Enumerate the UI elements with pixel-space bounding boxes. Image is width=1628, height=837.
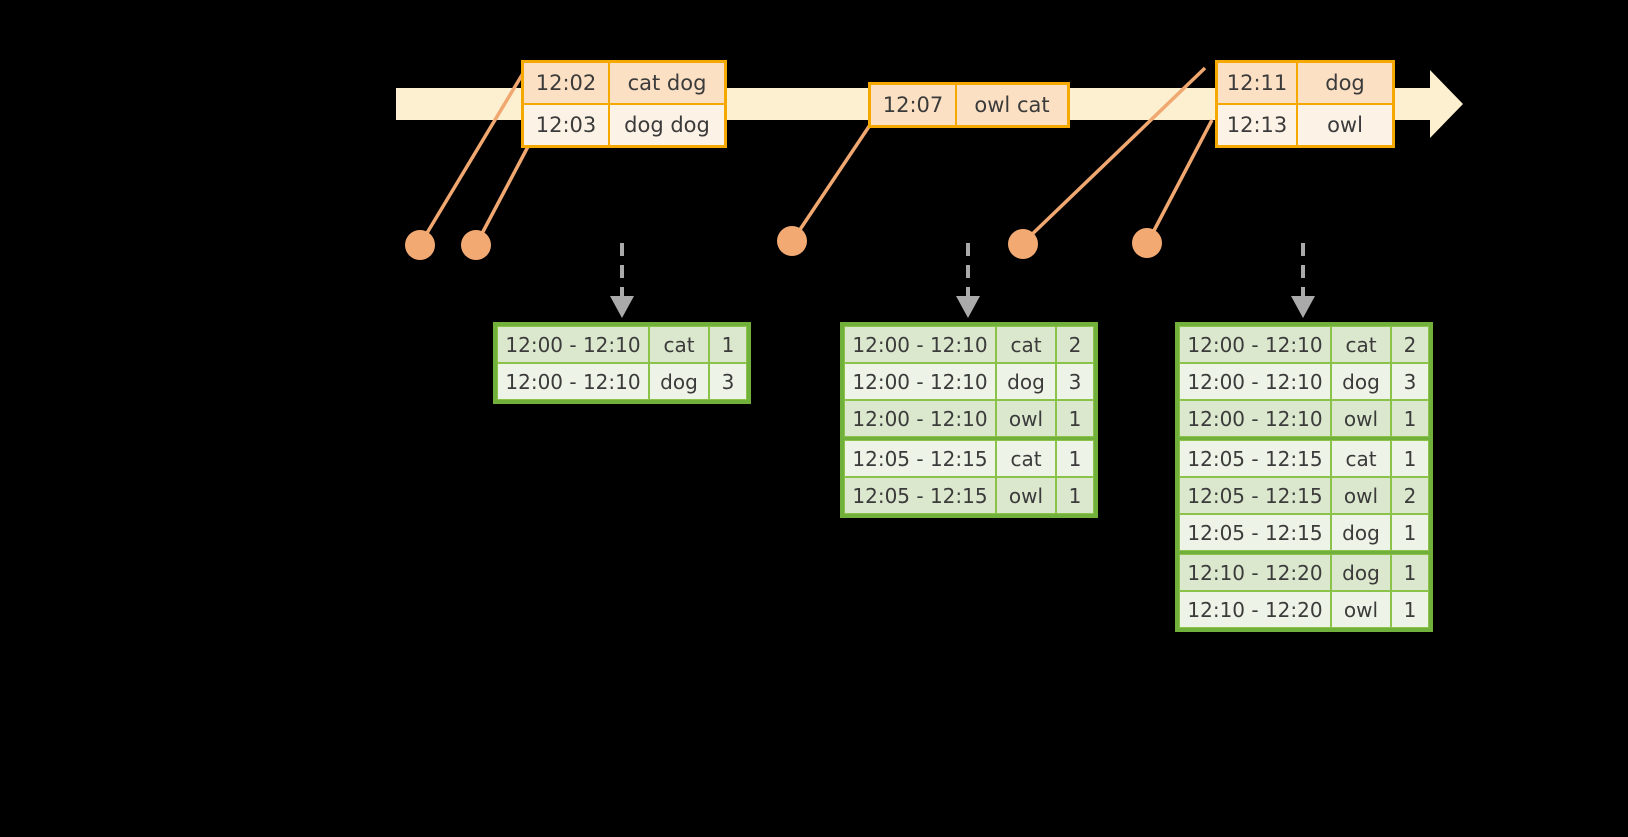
event-row: 12:11 dog <box>1218 63 1392 103</box>
event-words: owl <box>1327 113 1363 137</box>
word-cell: dog <box>1331 554 1391 591</box>
count-cell: 2 <box>1056 326 1094 363</box>
event-box-3[interactable]: 12:11 dog 12:13 owl <box>1215 60 1395 148</box>
word-cell: cat <box>996 440 1056 477</box>
window-cell: 12:10 - 12:20 <box>1179 591 1331 628</box>
event-words: cat dog <box>627 71 707 95</box>
count-cell: 1 <box>1056 440 1094 477</box>
window-cell: 12:00 - 12:10 <box>844 326 996 363</box>
word-cell: owl <box>1331 400 1391 437</box>
event-dots <box>405 226 1162 260</box>
count-cell: 2 <box>1391 326 1429 363</box>
event-words: owl cat <box>974 93 1050 117</box>
word-cell: cat <box>1331 326 1391 363</box>
window-cell: 12:05 - 12:15 <box>844 477 996 514</box>
event-time: 12:11 <box>1218 63 1298 103</box>
event-words: dog dog <box>624 113 710 137</box>
event-dot-4 <box>1008 229 1038 259</box>
window-cell: 12:05 - 12:15 <box>1179 440 1331 477</box>
word-cell: owl <box>1331 591 1391 628</box>
word-cell: dog <box>1331 363 1391 400</box>
word-cell: owl <box>996 477 1056 514</box>
flow-down-arrows <box>620 243 1305 296</box>
event-time: 12:03 <box>524 105 610 145</box>
event-row: 12:07 owl cat <box>871 85 1067 125</box>
count-cell: 3 <box>709 363 747 400</box>
flow-arrow-heads <box>610 296 1315 318</box>
window-cell: 12:05 - 12:15 <box>1179 514 1331 551</box>
event-time: 12:13 <box>1218 105 1298 145</box>
event-row: 12:13 owl <box>1218 103 1392 145</box>
window-cell: 12:05 - 12:15 <box>1179 477 1331 514</box>
word-cell: cat <box>1331 440 1391 477</box>
word-cell: dog <box>649 363 709 400</box>
window-cell: 12:00 - 12:10 <box>1179 363 1331 400</box>
window-cell: 12:10 - 12:20 <box>1179 554 1331 591</box>
count-cell: 3 <box>1391 363 1429 400</box>
window-cell: 12:00 - 12:10 <box>497 363 649 400</box>
count-cell: 1 <box>1391 591 1429 628</box>
event-time: 12:07 <box>871 85 957 125</box>
count-cell: 1 <box>1056 477 1094 514</box>
window-cell: 12:00 - 12:10 <box>1179 326 1331 363</box>
count-cell: 2 <box>1391 477 1429 514</box>
event-dot-2 <box>461 230 491 260</box>
event-dot-3 <box>777 226 807 256</box>
event-box-2[interactable]: 12:07 owl cat <box>868 82 1070 128</box>
window-cell: 12:00 - 12:10 <box>1179 400 1331 437</box>
count-cell: 1 <box>1391 440 1429 477</box>
window-cell: 12:00 - 12:10 <box>844 363 996 400</box>
window-cell: 12:00 - 12:10 <box>844 400 996 437</box>
window-cell: 12:00 - 12:10 <box>497 326 649 363</box>
event-dot-1 <box>405 230 435 260</box>
word-cell: owl <box>1331 477 1391 514</box>
count-cell: 1 <box>1391 514 1429 551</box>
word-cell: dog <box>1331 514 1391 551</box>
event-words: dog <box>1325 71 1365 95</box>
count-cell: 1 <box>709 326 747 363</box>
count-cell: 3 <box>1056 363 1094 400</box>
event-time: 12:02 <box>524 63 610 103</box>
word-cell: dog <box>996 363 1056 400</box>
count-cell: 1 <box>1391 554 1429 591</box>
event-dot-5 <box>1132 228 1162 258</box>
window-cell: 12:05 - 12:15 <box>844 440 996 477</box>
count-cell: 1 <box>1391 400 1429 437</box>
event-row: 12:03 dog dog <box>524 103 724 145</box>
count-cell: 1 <box>1056 400 1094 437</box>
event-box-1[interactable]: 12:02 cat dog 12:03 dog dog <box>521 60 727 148</box>
word-cell: cat <box>996 326 1056 363</box>
word-cell: owl <box>996 400 1056 437</box>
event-row: 12:02 cat dog <box>524 63 724 103</box>
word-cell: cat <box>649 326 709 363</box>
